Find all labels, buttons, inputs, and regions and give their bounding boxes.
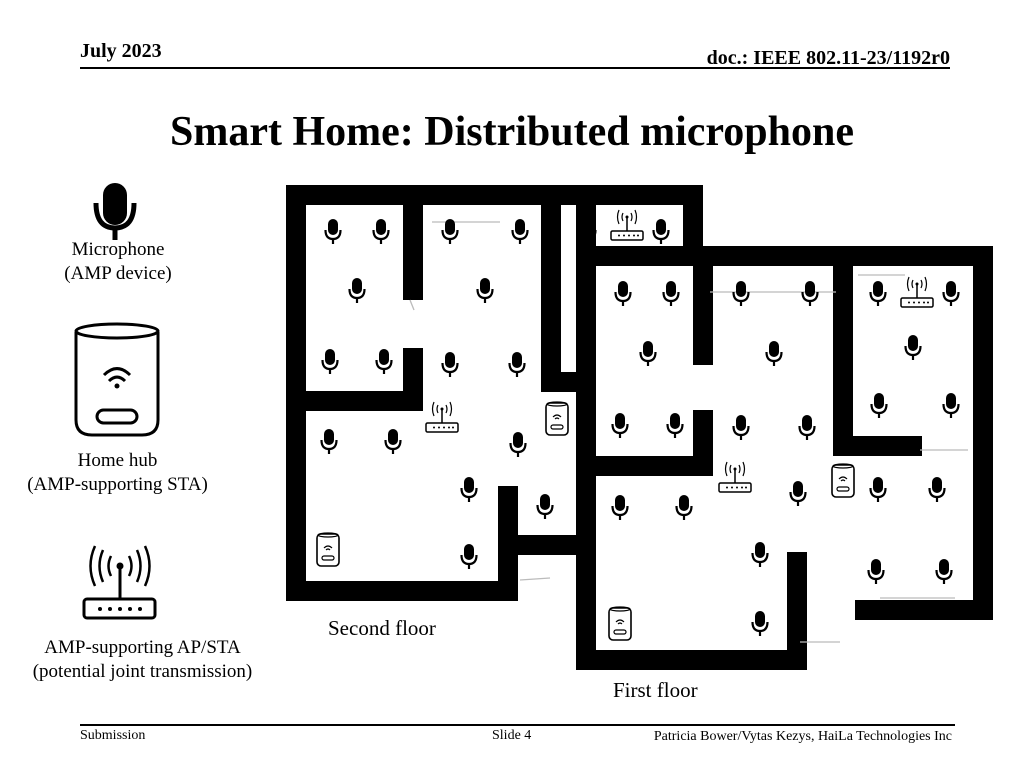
microphone-icon — [441, 350, 459, 379]
microphone-icon — [869, 475, 887, 504]
legend-home-hub-icon — [74, 322, 160, 437]
microphone-icon — [662, 279, 680, 308]
legend-home-hub-line2: (AMP-supporting STA) — [27, 474, 208, 495]
microphone-icon — [384, 427, 402, 456]
router-icon — [718, 461, 752, 493]
microphone-icon — [508, 350, 526, 379]
microphone-icon — [904, 333, 922, 362]
footer-slide-number: Slide 4 — [492, 728, 532, 743]
legend-ap-sta-line1: AMP-supporting AP/STA — [44, 637, 241, 658]
microphone-icon — [375, 347, 393, 376]
router-icon — [425, 401, 459, 433]
footer-submission: Submission — [80, 728, 146, 743]
header-date: July 2023 — [80, 40, 162, 62]
microphone-icon — [751, 609, 769, 638]
legend-ap-sta-label: AMP-supporting AP/STA (potential joint t… — [0, 636, 285, 684]
microphone-icon — [611, 493, 629, 522]
microphone-icon — [666, 411, 684, 440]
home-hub-icon — [608, 606, 632, 641]
first-floor-walls — [576, 246, 993, 670]
router-icon — [900, 276, 934, 308]
first-floor-label: First floor — [613, 678, 698, 702]
microphone-icon — [732, 413, 750, 442]
microphone-icon — [614, 279, 632, 308]
microphone-icon — [942, 391, 960, 420]
microphone-icon — [801, 279, 819, 308]
microphone-icon — [324, 217, 342, 246]
microphone-icon — [509, 430, 527, 459]
microphone-icon — [869, 279, 887, 308]
second-floor-label: Second floor — [328, 616, 436, 640]
slide-title: Smart Home: Distributed microphone — [170, 109, 854, 155]
legend-ap-sta-line2: (potential joint transmission) — [32, 661, 253, 682]
microphone-icon — [320, 427, 338, 456]
microphone-icon — [536, 492, 554, 521]
legend-microphone-label: Microphone (AMP device) — [18, 238, 218, 286]
microphone-icon — [476, 276, 494, 305]
home-hub-icon — [831, 463, 855, 498]
microphone-icon — [789, 479, 807, 508]
legend-microphone-icon — [93, 183, 137, 240]
microphone-icon — [611, 411, 629, 440]
header-rule — [80, 67, 950, 69]
microphone-icon — [928, 475, 946, 504]
legend-home-hub-line1: Home hub — [77, 450, 158, 471]
microphone-icon — [765, 339, 783, 368]
router-icon — [610, 209, 644, 241]
microphone-icon — [867, 557, 885, 586]
microphone-icon — [460, 475, 478, 504]
legend-router-icon — [82, 545, 157, 620]
microphone-icon — [511, 217, 529, 246]
microphone-icon — [942, 279, 960, 308]
microphone-icon — [870, 391, 888, 420]
legend-microphone-line2: (AMP device) — [64, 263, 172, 284]
legend-home-hub-label: Home hub (AMP-supporting STA) — [0, 449, 235, 497]
microphone-icon — [935, 557, 953, 586]
microphone-icon — [372, 217, 390, 246]
microphone-icon — [652, 217, 670, 246]
home-hub-icon — [545, 401, 569, 436]
microphone-icon — [675, 493, 693, 522]
microphone-icon — [798, 413, 816, 442]
legend-microphone-line1: Microphone — [71, 239, 165, 260]
microphone-icon — [348, 276, 366, 305]
footer-rule — [80, 724, 955, 726]
header-doc-id: doc.: IEEE 802.11-23/1192r0 — [706, 47, 950, 69]
microphone-icon — [321, 347, 339, 376]
footer-authors: Patricia Bower/Vytas Kezys, HaiLa Techno… — [653, 729, 952, 744]
microphone-icon — [460, 542, 478, 571]
microphone-icon — [639, 339, 657, 368]
microphone-icon — [751, 540, 769, 569]
microphone-icon — [441, 217, 459, 246]
second-floor-walls — [286, 185, 703, 601]
microphone-icon — [732, 279, 750, 308]
home-hub-icon — [316, 532, 340, 567]
